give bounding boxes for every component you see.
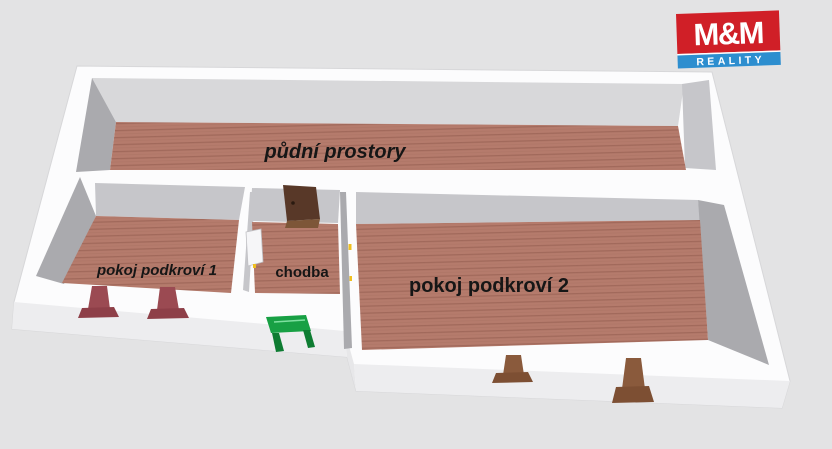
logo-reality-text: REALITY (696, 54, 765, 68)
door-handle-yellow-left (253, 264, 256, 268)
door-handle-yellow-right-1 (348, 244, 352, 250)
room2-right-wall-face (698, 200, 769, 365)
green-bench-leg-left (272, 333, 284, 352)
open-door-panel (245, 228, 264, 267)
attic-stairs-lip (285, 219, 320, 228)
room-pokoj-podkrovi-1: pokoj podkroví 1 (36, 177, 245, 293)
chimney-brown-1 (492, 355, 533, 383)
chimney-red-2-base (147, 308, 189, 319)
stairs-handle-dot (291, 201, 295, 205)
logo-divider (677, 50, 781, 56)
room2-floor (356, 220, 708, 350)
room-label-pudni-prostory: půdní prostory (263, 141, 406, 163)
green-bench-leg-right (303, 330, 315, 348)
chimney-red-2-stem (157, 287, 179, 310)
logo-mm-text: M&M (693, 15, 764, 52)
chimney-red-1-base (78, 307, 119, 318)
attic-floor (110, 122, 686, 170)
room-label-chodba: chodba (275, 264, 329, 281)
logo-blue-box (677, 51, 781, 69)
room-pudni-prostory: půdní prostory (76, 78, 716, 172)
green-bench (266, 315, 315, 352)
room-chodba: chodba (243, 185, 352, 349)
chimney-red-1-stem (88, 286, 110, 309)
green-bench-highlight (273, 319, 306, 323)
room1-left-wall-face (36, 177, 96, 284)
room2-far-wall-face (356, 192, 700, 224)
chimney-brown-2-stem (622, 358, 645, 389)
attic-stairs-panel (283, 185, 320, 221)
door-handle-yellow-right-2 (349, 276, 352, 281)
chimney-red-2 (147, 287, 189, 319)
chimney-brown-2 (612, 358, 654, 403)
room1-floor (62, 216, 239, 293)
mm-reality-logo: M&M REALITY (676, 10, 781, 69)
chimney-brown-1-stem (503, 355, 524, 375)
chimney-red-1 (78, 286, 119, 318)
room1-far-wall-face (95, 183, 245, 220)
front-wall-face-right (354, 364, 790, 408)
chimney-brown-2-base (612, 386, 654, 403)
room-label-pokoj-podkrovi-2: pokoj podkroví 2 (409, 275, 569, 297)
chodba-floor (252, 222, 340, 294)
green-bench-top (266, 315, 311, 333)
attic-far-wall-face (92, 78, 684, 126)
attic-stairs (283, 185, 320, 228)
chodba-right-wall-face (340, 192, 352, 349)
attic-right-wall-face (682, 80, 716, 170)
chimney-brown-1-base (492, 372, 533, 383)
logo-red-box (676, 10, 781, 54)
room-label-pokoj-podkrovi-1: pokoj podkroví 1 (96, 262, 217, 279)
room-pokoj-podkrovi-2: pokoj podkroví 2 (356, 192, 769, 365)
attic-left-wall-face (76, 78, 116, 172)
